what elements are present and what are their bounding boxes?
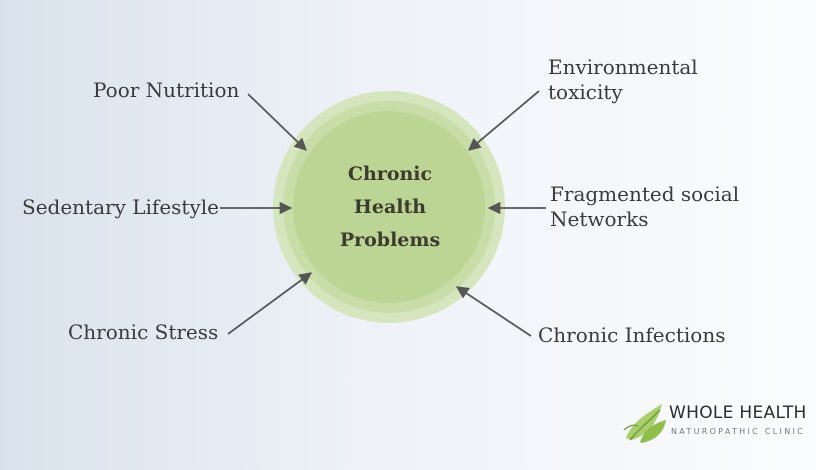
factor-chronic-infections: Chronic Infections [538, 323, 726, 347]
logo-name: WHOLE HEALTH [669, 403, 807, 423]
factor-poor-nutrition: Poor Nutrition [93, 78, 240, 102]
arrow-environmental-toxicity [468, 90, 540, 151]
factor-chronic-stress: Chronic Stress [68, 320, 219, 344]
leaf-logo-icon [623, 404, 666, 443]
logo-tagline: NATUROPATHIC CLINIC [671, 427, 806, 436]
center-label: Chronic Health Problems [339, 163, 441, 251]
arrow-chronic-stress [227, 272, 313, 335]
clinic-logo: WHOLE HEALTH NATUROPATHIC CLINIC [622, 400, 807, 446]
factor-fragmented-social-networks: Fragmented social Networks [550, 182, 740, 231]
center-circle-inner [293, 111, 485, 303]
arrow-chronic-infections [455, 286, 532, 337]
factor-environmental-toxicity: Environmental toxicity [548, 55, 698, 104]
factor-sedentary-lifestyle: Sedentary Lifestyle [22, 195, 219, 219]
arrow-poor-nutrition [247, 93, 307, 151]
